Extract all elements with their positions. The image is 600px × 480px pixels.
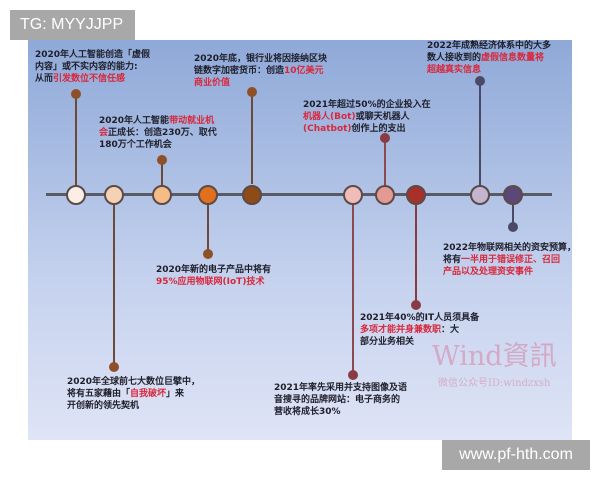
event-note-2: 2020年人工智能带动就业机 会正成长：创造230万、取代 180万个工作机会 (99, 116, 217, 150)
timeline-axis (46, 193, 552, 196)
knob-5 (247, 87, 257, 97)
stem-8 (415, 204, 417, 304)
timeline-node-3 (152, 185, 172, 205)
stem-1 (75, 94, 77, 186)
knob-6 (348, 370, 358, 380)
timeline-node-10 (503, 185, 523, 205)
timeline-node-8 (406, 185, 426, 205)
timeline-node-2 (104, 185, 124, 205)
stem-7 (384, 138, 386, 186)
stem-10 (512, 204, 514, 226)
event-note-6: 2021年超过50%的企业投入在 机器人(Bot)或聊天机器人 (Chatbot… (303, 100, 431, 134)
knob-2 (109, 362, 119, 372)
stem-2 (113, 204, 115, 366)
watermark-subtitle: 微信公众号ID:windzxsh (438, 378, 551, 389)
stem-3 (161, 160, 163, 186)
knob-10 (508, 222, 518, 232)
event-note-1: 2020年人工智能创造「虚假 内容」或不实内容的能力: 从而引发数位不信任感 (35, 50, 151, 84)
bottom-right-tag: www.pf-hth.com (442, 440, 590, 470)
knob-4 (203, 249, 213, 259)
knob-7 (380, 133, 390, 143)
watermark-logo: Wind資訊 (432, 341, 557, 372)
stem-9 (479, 80, 481, 186)
infographic-panel (28, 40, 572, 440)
top-left-tag: TG: MYYJJPP (10, 10, 135, 40)
event-note-9: 2022年成熟经济体系中的大多 数人接收到的虚假信息数量将 超越真实信息 (427, 41, 552, 75)
stem-6 (352, 204, 354, 374)
event-note-5: 2020年全球前七大数位巨擘中， 将有五家藉由「自我破坏」来 开创新的领先契机 (67, 377, 201, 411)
timeline-node-9 (470, 185, 490, 205)
timeline-node-1 (66, 185, 86, 205)
timeline-node-7 (375, 185, 395, 205)
timeline-node-5 (242, 185, 262, 205)
stem-5 (251, 92, 253, 184)
stem-4 (207, 204, 209, 252)
knob-1 (71, 89, 81, 99)
knob-8 (411, 300, 421, 310)
event-note-8: 2021年率先采用并支持图像及语 音搜寻的品牌网站：电子商务的 营收将成长30% (274, 383, 408, 417)
event-note-3: 2020年底，银行业将因接纳区块 链数字加密货币：创造10亿美元 商业价值 (194, 54, 328, 88)
event-note-4: 2020年新的电子产品中将有 95%应用物联网(IoT)技术 (156, 265, 272, 287)
knob-3 (157, 155, 167, 165)
knob-9 (475, 76, 485, 86)
event-note-7: 2021年40%的IT人员须具备 多项才能并身兼数职：大 部分业务相关 (360, 313, 480, 347)
event-note-10: 2022年物联网相关的资安预算， 将有一半用于错误修正、召回 产品以及处理资安事… (443, 243, 577, 277)
timeline-node-4 (198, 185, 218, 205)
timeline-node-6 (343, 185, 363, 205)
